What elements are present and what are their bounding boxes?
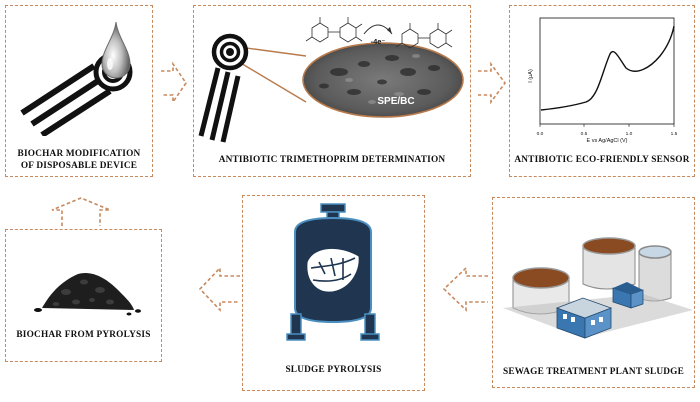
x-tick-label: 0.0 xyxy=(537,131,544,137)
panel-biochar-from-pyrolysis: BIOCHAR FROM PYROLYSIS xyxy=(5,229,162,362)
sem-label: SPE/BC xyxy=(377,96,414,107)
sludge-pyrolysis-label: SLUDGE PYROLYSIS xyxy=(285,365,382,375)
x-tick-label: 1.0 xyxy=(626,131,633,137)
sewage-sludge-label: SEWAGE TREATMENT PLANT SLUDGE xyxy=(502,367,685,377)
voltammogram-icon: 0.0 0.5 1.0 1.5 E vs Ag/AgCl (V) I (µA) xyxy=(528,17,678,144)
trimethoprim-label: ANTIBIOTIC TRIMETHOPRIM DETERMINATION xyxy=(218,155,446,165)
flow-arrow-right xyxy=(478,61,506,105)
x-tick-label: 1.5 xyxy=(671,131,678,137)
flow-arrow-left xyxy=(198,266,240,312)
panel-trimethoprim-determination: SPE/BC -4e⁻ ANTIBIOTIC TRIMETHOPRIM DETE… xyxy=(193,5,471,177)
treatment-plant-icon xyxy=(503,237,693,339)
electron-transfer-label: -4e⁻ xyxy=(371,37,386,46)
biochar-modification-label: BIOCHAR MODIFICATION OF DISPOSABLE DEVIC… xyxy=(17,149,141,171)
flow-arrow-up xyxy=(51,197,111,226)
y-axis-label: I (µA) xyxy=(528,69,534,83)
eco-sensor-label: ANTIBIOTIC ECO-FRIENDLY SENSOR xyxy=(514,155,690,165)
disposable-electrode-icon xyxy=(198,67,241,143)
panel-sludge-pyrolysis: SLUDGE PYROLYSIS xyxy=(242,195,425,391)
x-tick-label: 0.5 xyxy=(581,131,588,137)
flow-arrow-right xyxy=(161,61,187,105)
flow-arrow-left xyxy=(442,266,488,312)
droplet-icon xyxy=(101,21,131,79)
biochar-pyrolysis-label: BIOCHAR FROM PYROLYSIS xyxy=(16,330,151,340)
trimethoprim-illustration: SPE/BC -4e⁻ xyxy=(198,17,464,143)
panel-eco-friendly-sensor: 0.0 0.5 1.0 1.5 E vs Ag/AgCl (V) I (µA) … xyxy=(509,5,695,177)
panel-biochar-modification: BIOCHAR MODIFICATION OF DISPOSABLE DEVIC… xyxy=(5,5,153,177)
molecule-icon xyxy=(305,17,363,43)
pyrolysis-reactor-icon xyxy=(286,203,380,341)
molecule-icon xyxy=(395,23,453,49)
x-axis-label: E vs Ag/AgCl (V) xyxy=(587,138,628,144)
panel-sewage-treatment-sludge: SEWAGE TREATMENT PLANT SLUDGE xyxy=(492,197,695,388)
biochar-pile-icon xyxy=(34,272,141,316)
sem-micrograph-icon xyxy=(302,42,464,118)
